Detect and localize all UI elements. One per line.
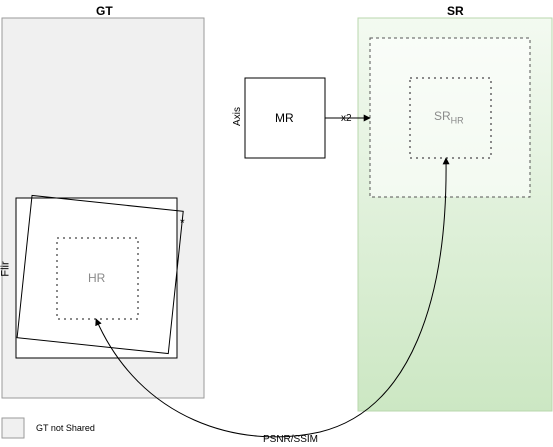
psnr-ssim-curve	[95, 157, 450, 438]
sr-title: SR	[447, 4, 464, 18]
sr-label-main: SR	[434, 109, 451, 123]
sr-hr-label: SRHR	[434, 109, 464, 125]
sr-label-sub: HR	[450, 115, 464, 126]
scale-label: x2	[341, 113, 352, 124]
axis-label: Axis	[231, 107, 243, 126]
hr-label: HR	[88, 271, 106, 285]
flir-label: Flir	[0, 261, 12, 277]
mr-label: MR	[275, 111, 294, 125]
mr-box	[244, 77, 326, 159]
gt-title: GT	[96, 4, 113, 18]
sr-hr-region	[409, 77, 492, 159]
legend-swatch	[1, 417, 25, 439]
legend-label: GT not Shared	[36, 423, 95, 433]
star-mark: *	[180, 216, 185, 230]
metric-label: PSNR/SSIM	[263, 434, 319, 445]
